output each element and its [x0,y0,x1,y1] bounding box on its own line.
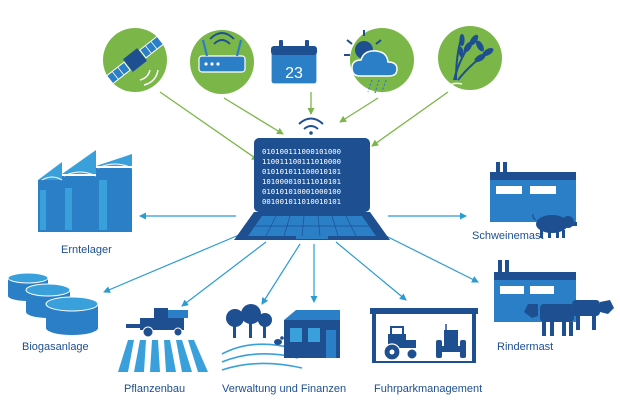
weather-icon [344,28,414,94]
binary-line-4: 101000010111010101 [262,177,341,186]
label-schweinemast: Schweinemast [472,230,544,242]
trees-icon [226,304,272,338]
arrow-weather-to-laptop [339,97,379,123]
calendar-day: 23 [285,65,303,82]
pig-icon [532,213,577,238]
binary-line-2: 110011100111010000 [262,157,341,166]
binary-line-1: 010100111000101000 [262,147,341,156]
laptop-icon: 010100111000101000 110011100111010000 01… [234,117,390,240]
arrow-to-verwaltung [261,243,301,305]
tractor-front-icon [436,324,466,358]
label-biogasanlage: Biogasanlage [22,341,89,353]
wheat-icon [438,26,502,90]
binary-line-3: 010101011100010101 [262,167,341,176]
router-icon [190,30,254,94]
calendar-icon: 23 [270,40,318,85]
garage-icon [370,308,478,363]
crop-field-icon [118,340,208,372]
arrow-to-rindermast [377,231,479,283]
input-arrows [159,91,449,161]
tractor-icon [383,326,418,361]
wifi-icon [298,117,324,135]
arrow-to-pflanzenbau [181,241,267,307]
binary-line-5: 010101010001000100 [262,187,341,196]
silo-icon [38,150,133,232]
combine-harvester-icon [126,308,188,338]
satellite-icon [103,28,167,92]
output-arrows [103,212,479,307]
arrow-to-fuhrpark [335,241,407,301]
label-pflanzenbau: Pflanzenbau [124,383,186,395]
binary-line-6: 001001011010010101 [262,197,341,206]
label-erntelager: Erntelager [61,244,112,256]
arrow-to-biogasanlage [103,231,247,293]
label-verwaltung: Verwaltung und Finanzen [222,383,347,395]
arrow-wheat-to-laptop [371,91,449,147]
chicken-icon [274,336,284,345]
pig-barn-icon [490,162,576,222]
biogas-tanks-icon [7,272,99,335]
cow-icon [524,300,614,336]
label-rindermast: Rindermast [497,341,554,353]
office-building-icon [284,310,340,358]
arrow-router-to-laptop [223,97,284,135]
label-fuhrpark: Fuhrparkmanagement [374,383,483,395]
arrow-satellite-to-laptop [159,91,259,161]
